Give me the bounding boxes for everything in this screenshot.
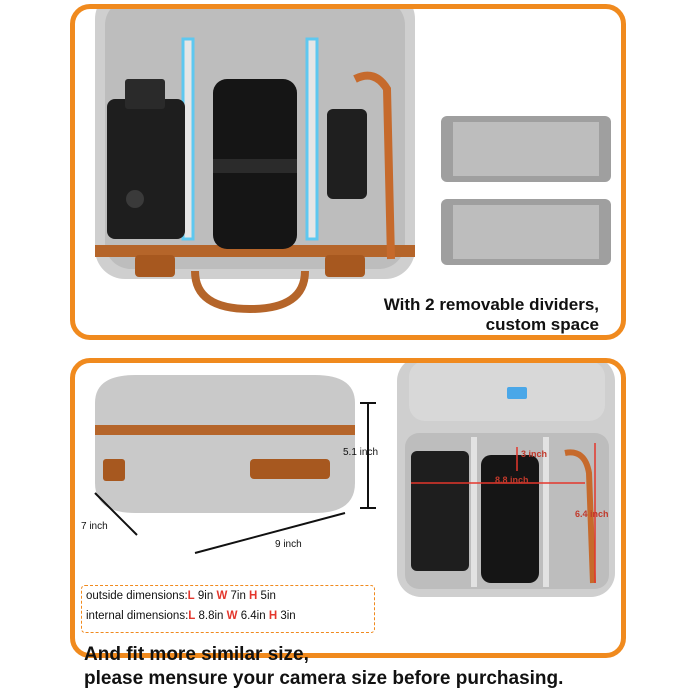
open-camera-lens [481,455,539,583]
internal-dimensions-row: internal dimensions:L 8.8in W 6.4in H 3i… [86,610,296,622]
sd-card [507,387,527,399]
closed-case-trim [95,425,355,435]
camera-strap [353,71,395,260]
charger [327,109,367,199]
dividers-caption-line2: custom space [485,315,599,334]
open-camera-body [411,451,469,571]
camera-body [107,99,185,239]
dimensions-box: outside dimensions:L 9in W 7in H 5in int… [81,585,375,633]
top-product-panel: With 2 removable dividers, custom space [70,4,626,340]
lens-ring [213,159,297,173]
open-camera-strap [564,449,596,584]
depth-arrow [94,492,138,536]
width-label: 9 inch [275,539,302,550]
closed-case-handle [250,459,330,479]
depth-label: 7 inch [81,521,108,532]
closed-case-tab [103,459,125,481]
leather-tab-left [135,255,175,277]
camera-dial [126,190,144,208]
inner-height-label: 3 inch [521,449,548,459]
fit-note-line2: please mensure your camera size before p… [84,668,564,689]
dividers-caption: With 2 removable dividers, custom space [299,295,599,335]
height-label: 5.1 inch [343,447,379,458]
width-arrow [194,512,346,554]
dimensions-illustration [94,363,615,597]
leather-trim [95,245,415,257]
leather-tab-right [325,255,365,277]
divider-right [305,37,319,241]
fit-note-line1: And fit more similar size, [84,644,309,665]
open-divider-left [471,437,477,587]
open-divider-right [543,437,549,587]
inner-length-label: 8.8 inch [495,475,529,485]
inner-width-label: 6.4 inch [575,509,609,519]
closed-case [95,375,355,513]
outside-dimensions-row: outside dimensions:L 9in W 7in H 5in [86,590,276,602]
case-open-illustration [95,9,611,314]
carry-handle [191,270,309,314]
camera-viewfinder [125,79,165,109]
bottom-dimensions-panel: 5.1 inch 7 inch 9 inch 3 inch 8.8 inch 6… [70,358,626,658]
dividers-caption-line1: With 2 removable dividers, [383,295,599,314]
